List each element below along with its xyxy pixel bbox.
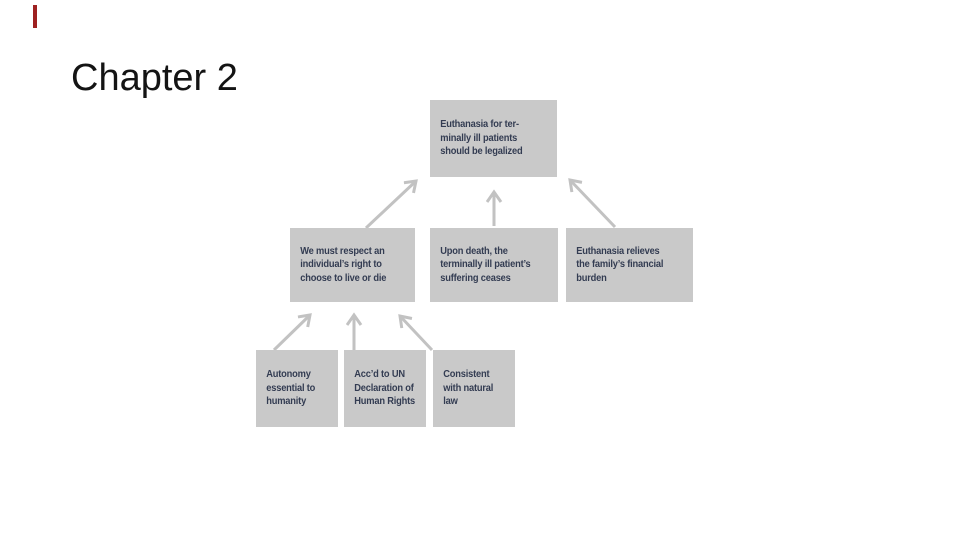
subpremise-box-un-declaration: Acc’d to UN Declaration of Human Rights: [344, 350, 426, 427]
arrow-sub3-to-premise1: [400, 316, 434, 352]
premise-box-suffering-ceases: Upon death, the terminally ill patient’s…: [430, 228, 558, 302]
arrow-premise3-to-conclusion: [570, 180, 617, 229]
subpremise-box-autonomy: Autonomy essential to humanity: [256, 350, 338, 427]
premise-text: Euthanasia relieves the family’s financi…: [576, 245, 664, 284]
premise-text: We must respect an individual’s right to…: [300, 245, 387, 284]
arrow-premise1-to-conclusion: [364, 181, 416, 230]
page-title: Chapter 2: [71, 57, 238, 99]
arrow-sub1-to-premise1: [272, 315, 310, 352]
premise-text: Upon death, the terminally ill patient’s…: [440, 245, 531, 284]
premise-box-financial-burden: Euthanasia relieves the family’s financi…: [566, 228, 693, 302]
premise-box-right-to-choose: We must respect an individual’s right to…: [290, 228, 415, 302]
subpremise-text: Autonomy essential to humanity: [266, 369, 316, 408]
conclusion-box: Euthanasia for ter- minally ill patients…: [430, 100, 557, 177]
red-accent-mark: [33, 5, 37, 28]
conclusion-text: Euthanasia for ter- minally ill patients…: [440, 119, 523, 158]
subpremise-text: Acc’d to UN Declaration of Human Rights: [354, 369, 416, 408]
subpremise-box-natural-law: Consistent with natural law: [433, 350, 515, 427]
subpremise-text: Consistent with natural law: [443, 369, 494, 408]
